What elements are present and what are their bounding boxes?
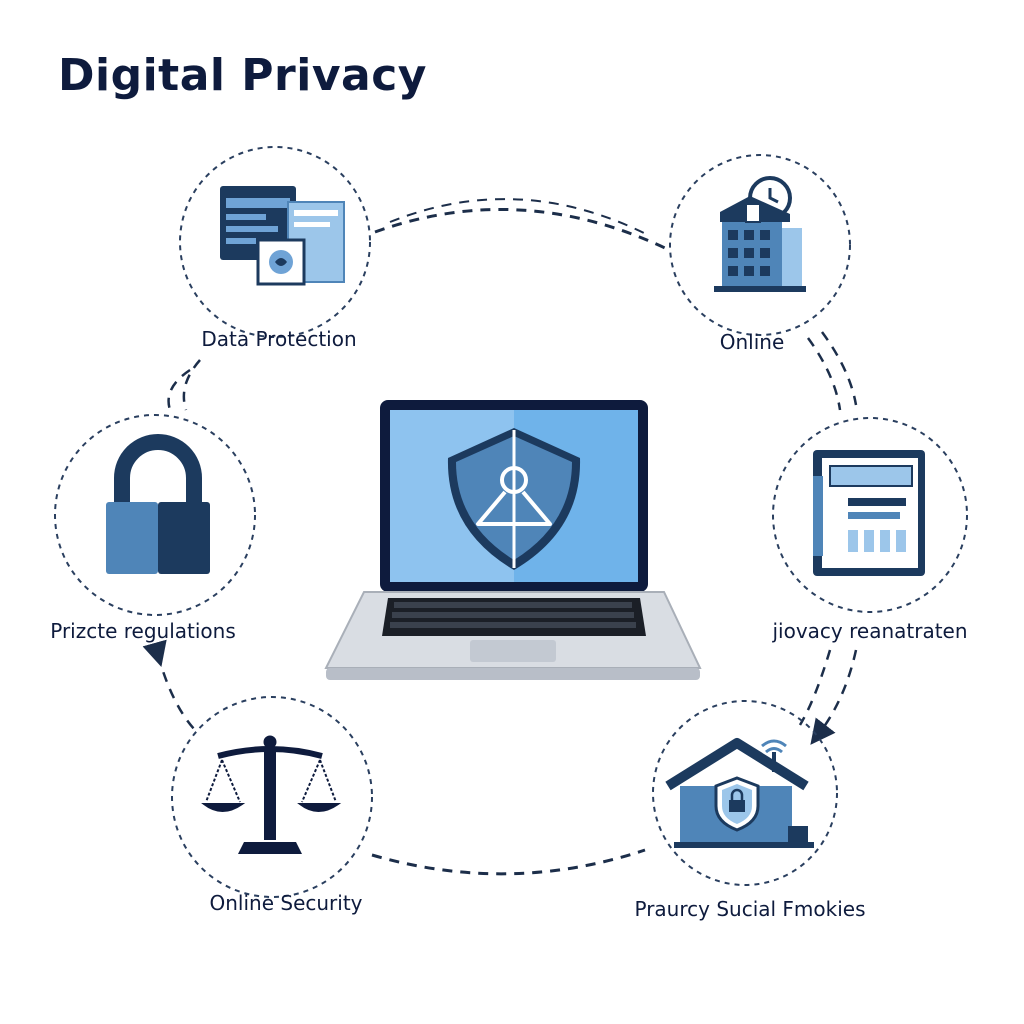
document-icon <box>813 450 925 576</box>
label-privacy-regulations: Prizcte regulations <box>50 619 236 643</box>
padlock-icon <box>106 434 210 574</box>
node-circle-online <box>669 154 851 336</box>
node-circle-privacy-regulations <box>54 414 256 616</box>
scales-icon <box>201 735 342 854</box>
node-circles <box>54 146 968 898</box>
connector-top-2 <box>389 198 651 237</box>
connector-top <box>374 207 666 250</box>
laptop-shield-icon <box>324 400 702 680</box>
browser-windows-icon <box>220 186 345 286</box>
node-labels: Data Protection Online Prizcte regulatio… <box>50 327 967 921</box>
building-icon <box>714 176 806 292</box>
node-circle-data-protection <box>179 146 371 338</box>
node-circle-social-cookies <box>652 700 838 886</box>
connector-left-upper-2 <box>182 359 201 411</box>
connector-left-lower <box>142 639 196 731</box>
label-data-protection: Data Protection <box>201 327 356 351</box>
label-online-security: Online Security <box>210 891 363 915</box>
connector-lines <box>142 198 858 876</box>
connector-right-lower-2 <box>810 649 858 745</box>
label-privacy-registration: jiovacy reanatraten <box>771 619 967 643</box>
connector-left-upper <box>167 368 191 416</box>
node-circle-privacy-registration <box>772 417 968 613</box>
node-circle-online-security <box>171 696 373 898</box>
connector-right-upper <box>806 337 842 411</box>
house-shield-icon <box>665 738 814 848</box>
connector-right-lower <box>798 649 832 726</box>
connector-bottom <box>371 848 646 876</box>
connector-right-upper-2 <box>820 331 858 406</box>
page-title: Digital Privacy <box>58 50 427 101</box>
label-social-cookies: Praurcy Sucial Fmokies <box>634 897 865 921</box>
label-online: Online <box>720 330 785 354</box>
